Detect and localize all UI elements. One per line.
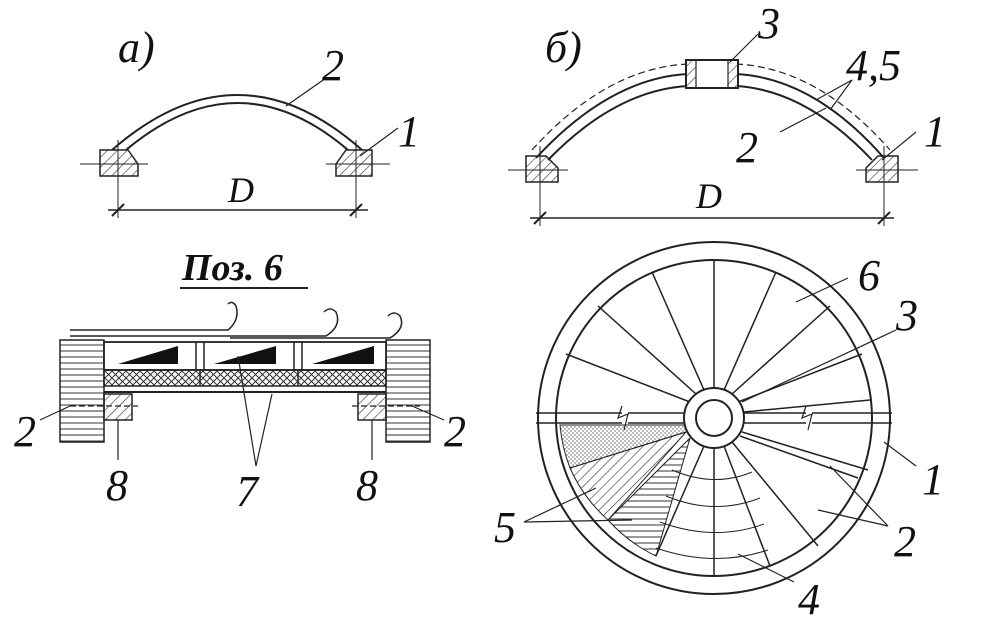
callout-8-right: 8	[356, 461, 378, 510]
figure-b: б) D 3 4,5 2 1	[508, 0, 946, 226]
callout-2-a: 2	[322, 41, 344, 90]
block-8-right	[357, 393, 387, 421]
callout-1-plan: 1	[922, 455, 944, 504]
callout-5-plan: 5	[494, 503, 516, 552]
insulation-layer	[103, 369, 387, 387]
wedge-1	[118, 346, 178, 364]
callout-8-left: 8	[106, 461, 128, 510]
callout-3-b: 3	[757, 0, 780, 48]
figure-b-letter: б)	[545, 23, 582, 72]
span-label-b: D	[695, 176, 722, 216]
callout-6-plan: 6	[858, 251, 880, 300]
figure-a: a) D 2 1	[80, 23, 420, 218]
wood-block-left	[59, 339, 105, 443]
wedge-2	[214, 346, 276, 364]
support-left-b	[525, 155, 559, 183]
support-right-b	[865, 155, 899, 183]
outer-ring	[537, 241, 891, 595]
figure-a-letter: a)	[118, 23, 155, 72]
arch-shell-b	[535, 73, 689, 159]
support-right-a	[335, 149, 373, 177]
callout-2-b: 2	[736, 123, 758, 172]
wood-block-right	[385, 339, 431, 443]
support-left-a	[99, 149, 139, 177]
span-label-a: D	[227, 170, 254, 210]
callout-2-plan: 2	[894, 517, 916, 566]
callout-1-b: 1	[924, 107, 946, 156]
section-title: Поз. 6	[181, 247, 283, 289]
callout-4-plan: 4	[798, 575, 820, 621]
callout-7: 7	[236, 467, 260, 516]
callout-2-left: 2	[14, 407, 36, 456]
plan-view: 6 3 1 2 4 5	[494, 241, 944, 621]
arch-shell-a	[111, 94, 363, 151]
block-8-left	[103, 393, 133, 421]
callout-2-right: 2	[444, 407, 466, 456]
callout-3-plan: 3	[895, 291, 918, 340]
wedge-3	[312, 346, 374, 364]
callout-4-5-b: 4,5	[846, 41, 901, 90]
callout-1-a: 1	[398, 107, 420, 156]
section-detail: Поз. 6 2 2 8	[14, 247, 466, 516]
